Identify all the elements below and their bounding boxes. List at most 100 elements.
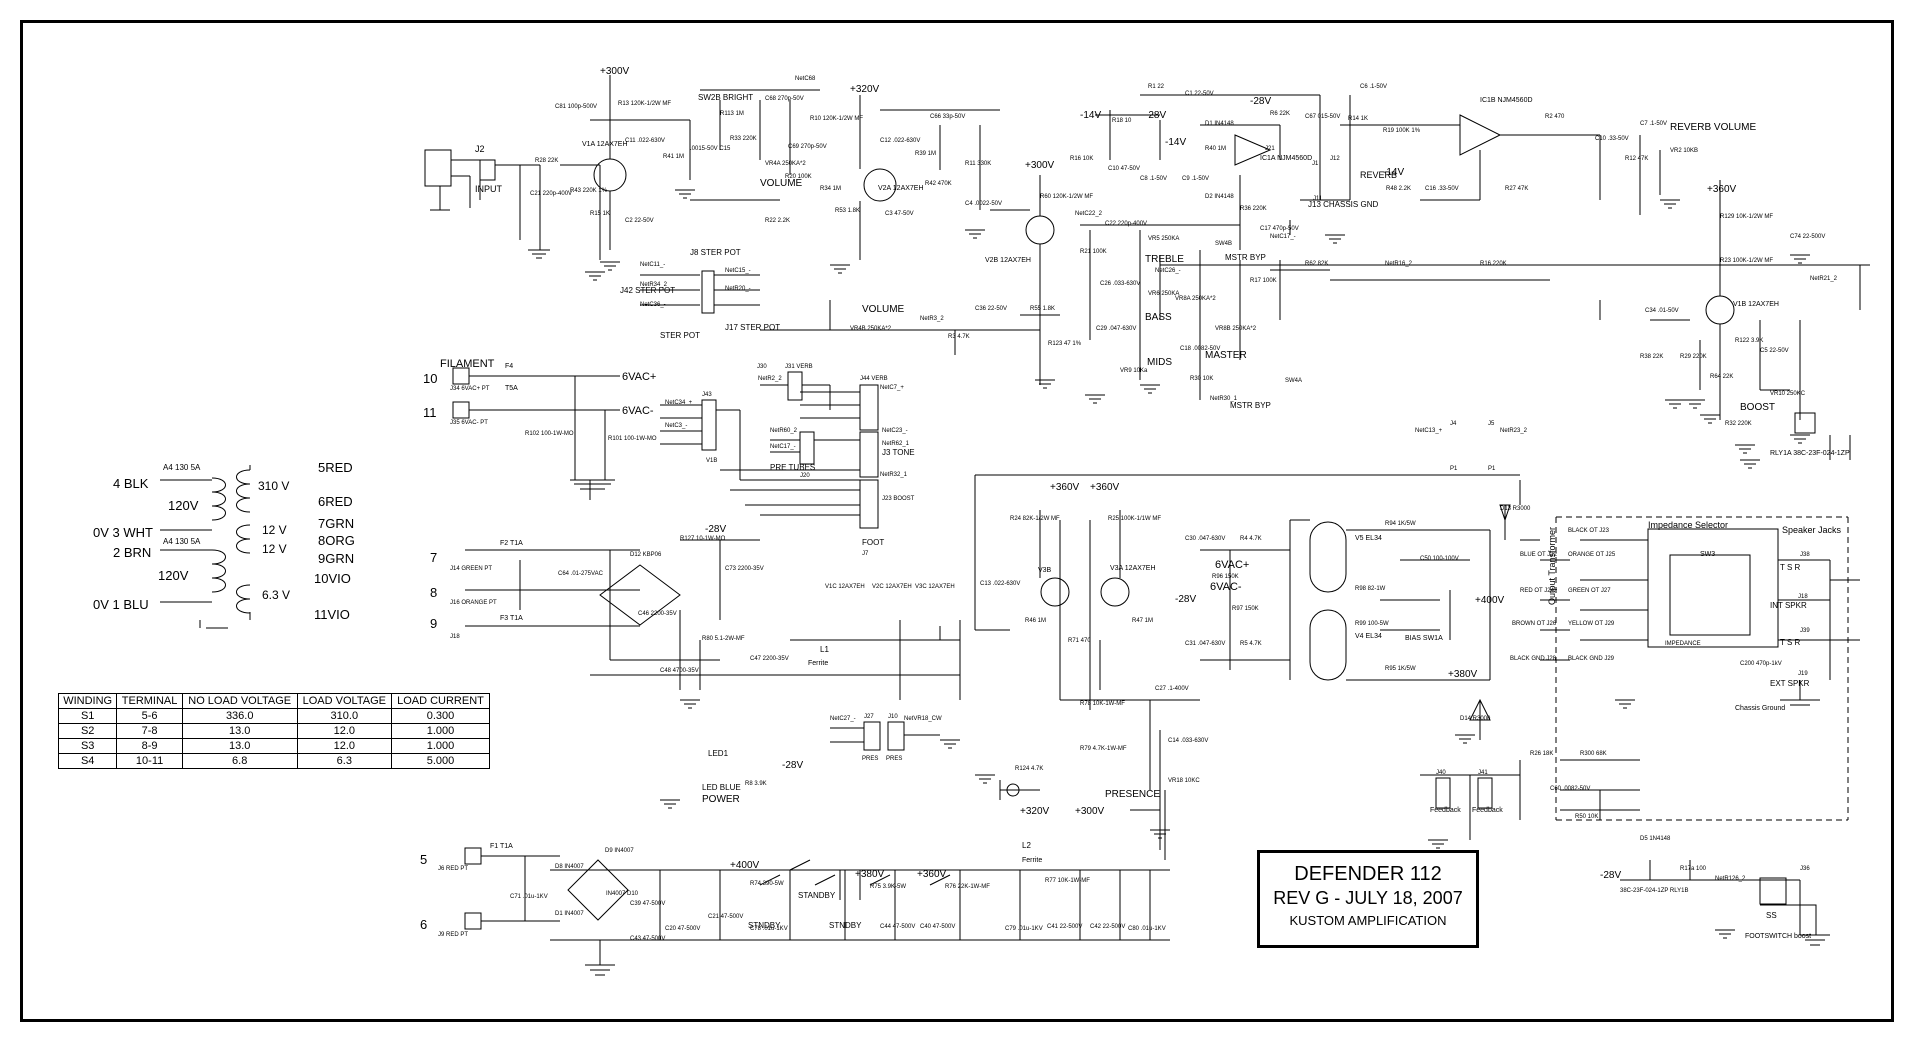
label-j12: J12 [1330, 156, 1340, 162]
table-cell: S1 [57, 708, 118, 724]
transformer-s10: 10VIO [314, 571, 351, 586]
label-c42: C42 22-500V [1090, 924, 1125, 930]
label-d1b: D1 IN4148 [1205, 121, 1234, 127]
label-c14: C14 .033-630V [1168, 738, 1208, 744]
label-netr62: NetR62_1 [882, 441, 910, 447]
label-r15: R15 1K [590, 211, 610, 217]
label-j31: J31 VERB [785, 364, 813, 370]
label-c78: C78 .01u-1KV [750, 926, 788, 932]
label-mids: MIDS [1147, 357, 1172, 368]
label-r16: R16 10K [1070, 156, 1093, 162]
label-j5: J5 [1488, 421, 1495, 427]
ground-symbols [528, 189, 1810, 939]
label-treble: TREBLE [1145, 254, 1184, 265]
filament-j34: J34 6VAC+ PT [450, 386, 490, 392]
label-netc23: NetC23_- [882, 428, 908, 434]
label-c7: C7 .1-50V [1640, 121, 1667, 127]
label-bright: SW2B BRIGHT [698, 93, 753, 102]
label-r55: R55 1.8K [1030, 306, 1055, 312]
label-r16b: R16 220K [1480, 261, 1507, 267]
transformer-fuse-top: A4 130 5A [163, 463, 201, 472]
label-feedback2: Feedback [1472, 807, 1503, 814]
label-j18: J18 [450, 634, 460, 640]
table-cell: 6.8 [181, 753, 298, 769]
winding-table: WINDING TERMINAL NO LOAD VOLTAGE LOAD VO… [57, 693, 491, 769]
label-foot: FOOT [862, 538, 884, 547]
label-p300-3: +300V [1075, 806, 1105, 817]
table-row: S1 5-6 336.0 310.0 0.300 [57, 708, 491, 724]
table-cell: 12.0 [296, 723, 392, 739]
label-r74: R74 390-5W [750, 881, 784, 887]
label-j19: J19 [1798, 671, 1808, 677]
transformer-v12a: 12 V [262, 523, 287, 537]
bridge-rectifier-d12 [599, 564, 681, 626]
label-netr16: NetR16_2 [1385, 261, 1413, 267]
label-ss: SS [1766, 911, 1777, 920]
label-sw4a: SW4A [1285, 378, 1302, 384]
label-v3b: V3B [1038, 567, 1052, 574]
label-vr8a: VR8A 250KA*2 [1175, 296, 1216, 302]
label-j40: J40 [1436, 770, 1446, 776]
label-speaker-jacks: Speaker Jacks [1782, 525, 1842, 535]
label-v1b-tag: V1B [706, 458, 717, 464]
label-netc34: NetC34_+ [665, 400, 693, 406]
label-p400-2: +400V [730, 860, 760, 871]
table-cell: 1.000 [390, 738, 491, 754]
v3a-tube [1100, 577, 1130, 607]
transformer-v12b: 12 V [262, 542, 287, 556]
label-n9: 9 [430, 616, 437, 631]
label-mstr-byp2: MSTR BYP [1230, 401, 1271, 410]
label-r20: R20 100K [785, 174, 812, 180]
label-r10: R10 120K-1/2W MF [810, 116, 863, 122]
label-c50: C50 100-100V [1420, 556, 1459, 562]
label-reverb: REVERB [1360, 170, 1397, 180]
label-ic1a: IC1A NJM4560D [1260, 155, 1312, 162]
label-vr8b: VR8B 250KA*2 [1215, 326, 1257, 332]
label-p380-1: +380V [1448, 669, 1478, 680]
filament-vminus: 6VAC- [622, 405, 654, 417]
label-r43: R43 220K 1% [570, 188, 608, 194]
label-r26: R26 18K [1530, 751, 1553, 757]
label-c64: C64 .01-275VAC [558, 571, 604, 577]
label-netc7: NetC7_+ [880, 385, 904, 391]
label-m28-4: -28V [705, 524, 726, 535]
label-reverb-volume: REVERB VOLUME [1670, 122, 1756, 133]
label-c74: C74 22-500V [1790, 234, 1825, 240]
label-c30: C30 .047-630V [1185, 536, 1225, 542]
v2a-tube [863, 168, 897, 202]
label-v4: V4 EL34 [1355, 633, 1382, 640]
label-netr34: NetR34_2 [640, 282, 668, 288]
label-c36: C36 22-50V [975, 306, 1007, 312]
label-r127: R127 10-1W-MO [680, 536, 726, 542]
label-c11: C11 .022-630V [625, 138, 665, 144]
ic1b-opamp [1459, 114, 1502, 156]
label-d2: D2 IN4148 [1205, 194, 1234, 200]
label-j36: J36 [1800, 866, 1810, 872]
table-header: LOAD CURRENT [390, 693, 491, 709]
label-master: MASTER [1205, 350, 1247, 361]
label-r53: R53 1.8K [835, 208, 860, 214]
label-n7: 7 [430, 550, 437, 565]
transformer-pin3: 0V 3 WHT [93, 525, 153, 540]
label-f1: F1 T1A [490, 843, 513, 850]
table-row: S3 8-9 13.0 12.0 1.000 [57, 738, 491, 754]
label-c68: C68 270p-50V [765, 96, 804, 102]
label-n6: 6 [420, 917, 427, 932]
winding-table-header-row: WINDING TERMINAL NO LOAD VOLTAGE LOAD VO… [57, 693, 491, 709]
label-netr3: NetR3_2 [920, 316, 944, 322]
label-j11: J11 [1313, 196, 1323, 202]
label-c3: C3 47-50V [885, 211, 914, 217]
filament-r102: R102 100-1W-MO [525, 431, 574, 437]
label-v1b: V1B 12AX7EH [1733, 301, 1779, 308]
label-p320-1: +320V [850, 84, 880, 95]
label-r47: R47 1M [1132, 618, 1153, 624]
label-r12: R12 47K [1625, 156, 1648, 162]
label-r11: R11 330K [965, 161, 991, 167]
j40-connector [1435, 777, 1451, 809]
j41-connector [1477, 777, 1493, 809]
label-r94: R94 1K/5W [1385, 521, 1416, 527]
label-feedback1: Feedback [1430, 807, 1461, 814]
label-c80: C80 .01u-1KV [1128, 926, 1166, 932]
component-labels: +300V +320V +300V -14V -28V -28V -14V -1… [420, 66, 1850, 942]
label-netc22: NetC22_2 [1075, 211, 1103, 217]
